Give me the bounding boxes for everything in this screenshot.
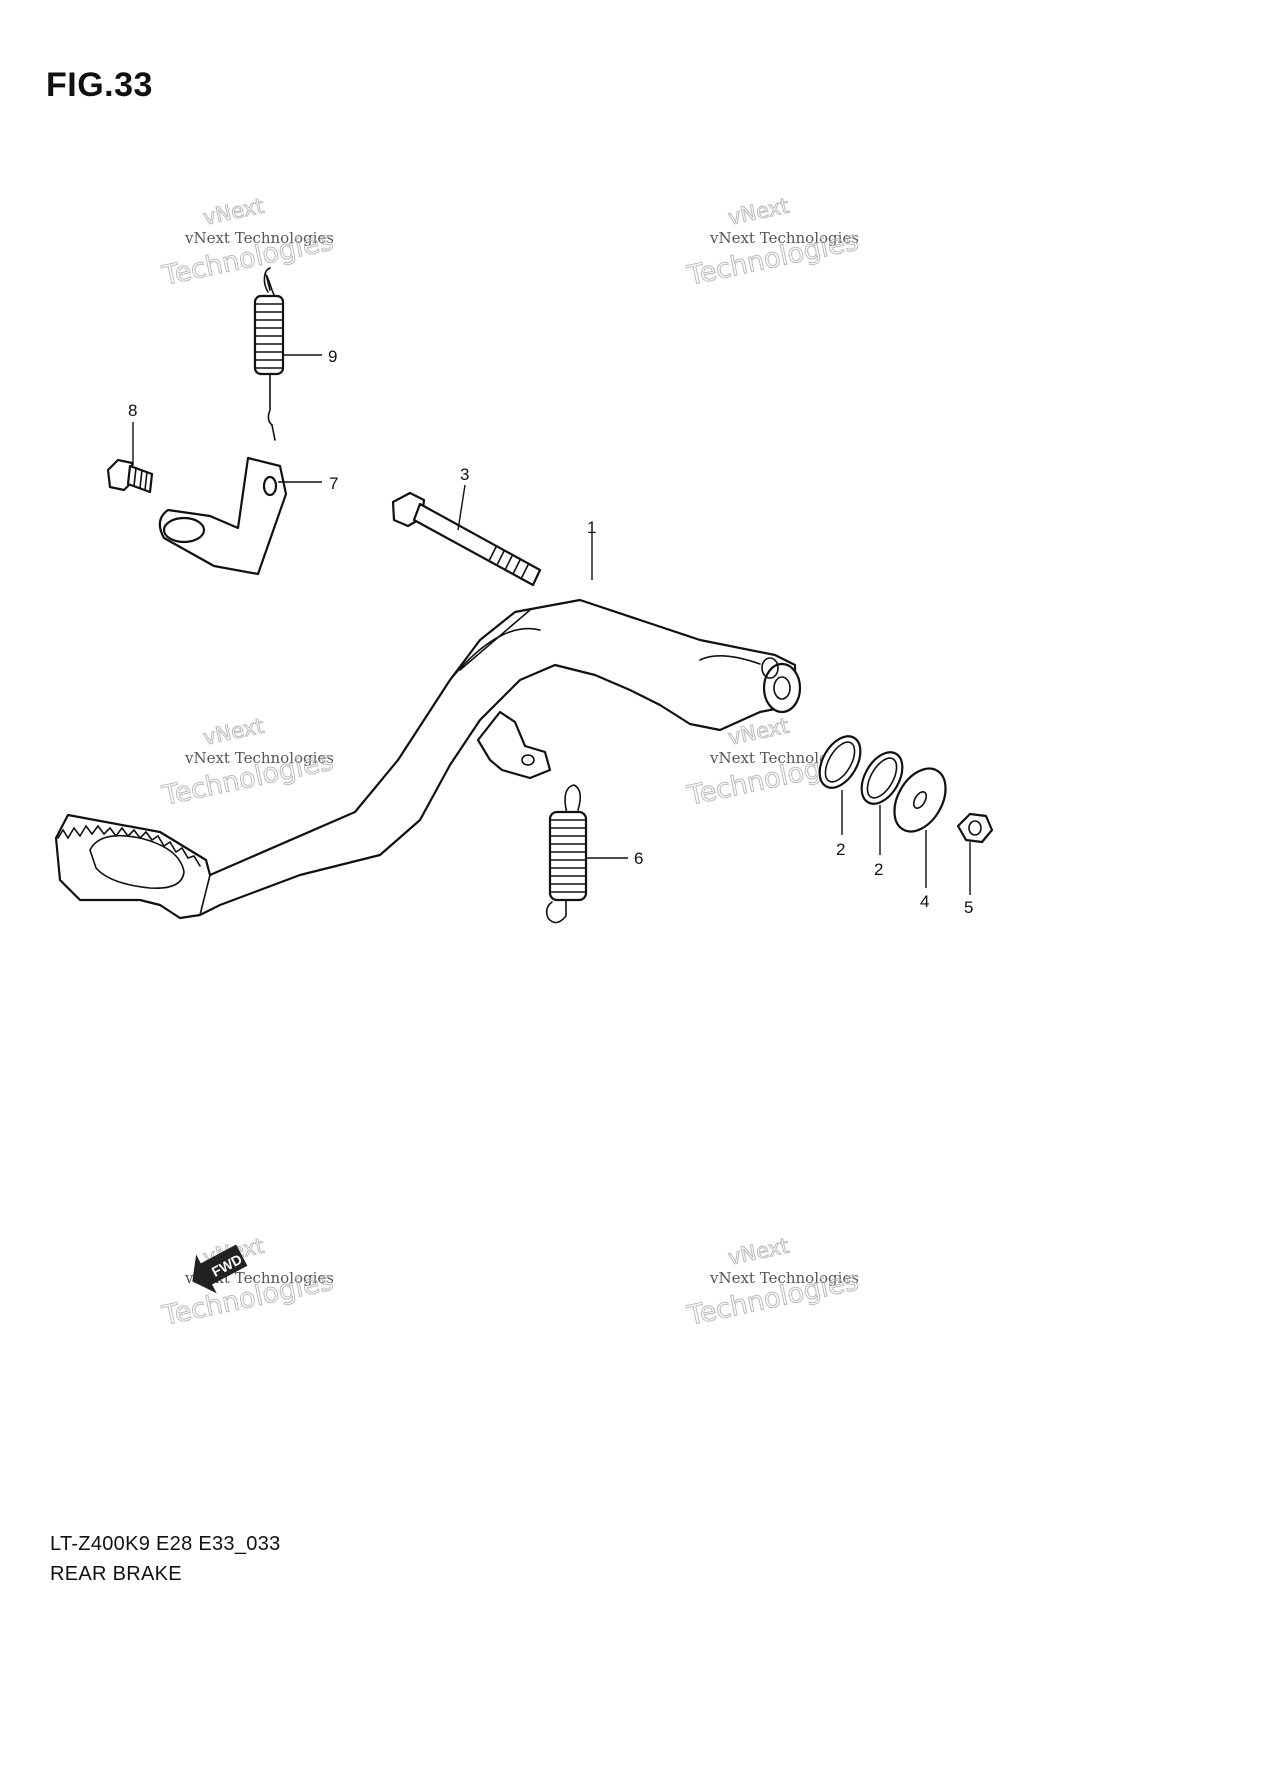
o-ring-2a	[818, 735, 862, 789]
callout-2a: 2	[836, 840, 845, 859]
watermark-line1: vNext	[726, 1234, 791, 1270]
o-ring-2b	[860, 751, 904, 805]
watermark-line2: vNext Technologies	[184, 749, 334, 767]
watermark-line1: vNext	[726, 194, 791, 230]
nut-5	[956, 812, 994, 844]
watermark: vNext vNext Technologies Technologies	[159, 713, 337, 812]
callout-2b: 2	[874, 860, 883, 879]
callout-5: 5	[964, 898, 973, 917]
spring-9	[253, 267, 285, 441]
watermark-line2: vNext Technologies	[184, 229, 334, 247]
figure-title: FIG.33	[46, 66, 153, 104]
bolt-3	[391, 491, 542, 587]
watermark: vNext vNext Technologies Technologies	[159, 1233, 337, 1332]
watermark-line1: vNext	[201, 714, 266, 750]
watermark-line1: vNext	[201, 194, 266, 230]
callout-9: 9	[328, 347, 337, 366]
callout-7: 7	[329, 474, 338, 493]
spring-6	[545, 784, 588, 924]
callout-1: 1	[587, 518, 596, 537]
watermark: vNext vNext Technologies Technologies	[159, 193, 337, 292]
brake-pedal-1	[54, 598, 802, 920]
watermark: vNext vNext Technologies Technologies	[684, 1233, 862, 1332]
footer-code: LT-Z400K9 E28 E33_033	[50, 1533, 281, 1555]
watermark-line2: vNext Technologies	[709, 1269, 859, 1287]
bracket-7	[158, 456, 288, 576]
watermark-line2: vNext Technologies	[709, 229, 859, 247]
bolt-8	[106, 458, 154, 494]
washer-4	[893, 767, 947, 833]
footer-name: REAR BRAKE	[50, 1563, 182, 1585]
watermark: vNext vNext Technologies Technologies	[684, 193, 862, 292]
callout-6: 6	[634, 849, 643, 868]
callout-4: 4	[920, 892, 929, 911]
callout-8: 8	[128, 401, 137, 420]
callout-3: 3	[460, 465, 469, 484]
